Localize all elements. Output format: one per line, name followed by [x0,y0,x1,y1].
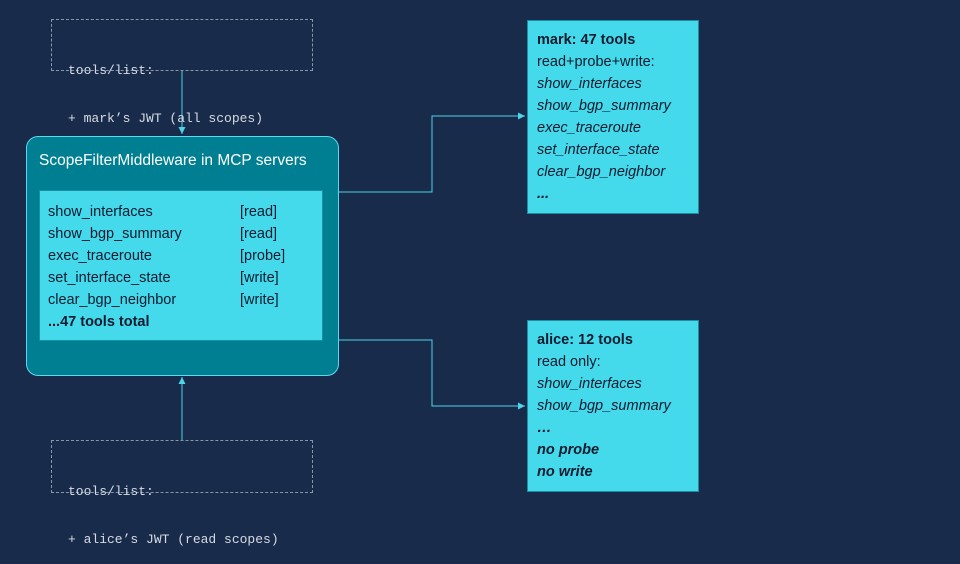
tool-row: clear_bgp_neighbor [write] [48,289,322,311]
mark-request-line2: + mark’s JWT (all scopes) [68,111,264,126]
alice-result-box: alice: 12 tools read only: show_interfac… [527,320,699,492]
alice-result-subtitle: read only: [537,354,601,370]
tool-scope: [write] [240,292,279,308]
alice-request-line2: + alice’s JWT (read scopes) [68,532,279,547]
tool-name: show_interfaces [48,204,153,220]
server-title: ScopeFilterMiddleware in MCP servers [39,152,307,169]
tool-scope: [probe] [240,248,286,264]
mark-tool-item: show_interfaces [537,76,642,92]
tool-row: exec_traceroute [probe] [48,245,322,267]
mark-tool-item: set_interface_state [537,142,660,158]
mark-tool-item: show_bgp_summary [537,98,671,114]
tools-total: ...47 tools total [48,314,150,330]
tool-scope: [read] [240,204,278,220]
mark-result-title: mark: 47 tools [537,32,636,48]
alice-tool-item: show_interfaces [537,376,642,392]
mark-result-arrow [339,112,525,193]
alice-tool-item: show_bgp_summary [537,398,671,414]
tool-name: clear_bgp_neighbor [48,292,177,308]
tool-row: show_bgp_summary [read] [48,223,322,245]
mark-request-box: tools/list: + mark’s JWT (all scopes) [51,19,313,126]
tool-row: show_interfaces [read] [48,201,322,223]
tool-scope: [write] [240,270,279,286]
alice-request-line1: tools/list: [68,484,154,499]
tool-list-panel: show_interfaces [read] show_bgp_summary … [39,190,323,341]
mark-result-subtitle: read+probe+write: [537,54,655,70]
mark-result-box: mark: 47 tools read+probe+write: show_in… [527,20,699,214]
tool-row: set_interface_state [write] [48,267,322,289]
mark-tool-item: exec_traceroute [537,120,641,136]
tool-name: exec_traceroute [48,248,152,264]
mark-more: ... [537,186,550,202]
tool-name: show_bgp_summary [48,226,182,242]
scope-filter-middleware-box: ScopeFilterMiddleware in MCP servers sho… [26,136,339,376]
mark-tool-item: clear_bgp_neighbor [537,164,666,180]
alice-denied-item: no write [537,464,593,480]
mark-request-line1: tools/list: [68,63,154,78]
alice-request-box: tools/list: + alice’s JWT (read scopes) [51,440,313,547]
alice-result-title: alice: 12 tools [537,332,633,348]
alice-denied-item: no probe [537,442,600,458]
connector-lines [178,71,525,440]
tool-scope: [read] [240,226,278,242]
alice-more: … [537,420,552,436]
alice-result-arrow [339,339,525,410]
tool-name: set_interface_state [48,270,171,286]
